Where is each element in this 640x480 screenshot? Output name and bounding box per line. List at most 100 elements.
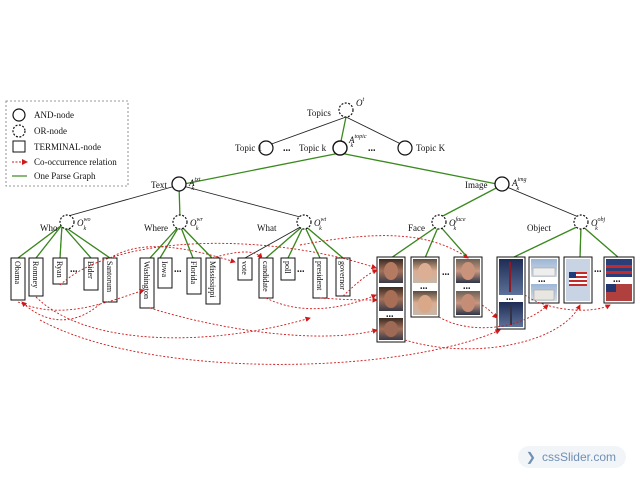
object-building [533,289,555,301]
flag-stripe [606,271,632,274]
flag-stripe [569,274,587,276]
who-ellipsis: ... [70,264,78,275]
object-tie [510,305,512,325]
face-circle [431,214,447,230]
topic-1-node: Topic 1 [235,140,274,156]
flag-canton [569,272,576,278]
object-col2-ellipsis: ... [538,274,546,285]
where-ellipsis: ... [174,264,182,275]
terminal-iowa: Iowa [160,261,169,277]
terminal-mississippi: Mississippi [208,261,217,298]
terminal-governor: governor [338,261,347,290]
topics-label: Topics [307,108,331,118]
object-images: ... ... ... ... [496,256,635,330]
object-building [532,267,556,277]
legend-parse-graph: One Parse Graph [34,171,96,181]
where-label: Where [144,223,168,233]
watermark: ❯ cssSlider.com [517,446,626,468]
terminal-romney: Romney [31,261,40,288]
face-shape [384,290,398,308]
legend-terminal-node: TERMINAL-node [34,142,101,152]
and-node-icon [12,108,26,122]
terminal-vote: vote [240,261,249,275]
image-label: Image [465,180,488,190]
terminal-bider: Bider [86,261,95,279]
flag-canton [606,284,616,292]
where-circle [172,214,188,230]
legend-and-node: AND-node [34,110,74,120]
object-label: Object [527,223,551,233]
face-shape [461,294,475,312]
terminal-box-ryan [52,257,68,285]
chevron-icon: ❯ [525,450,536,464]
face-shape [384,321,398,337]
terminal-box-iowa [157,257,173,289]
who-label: Who [40,223,58,233]
terminal-president: president [315,261,324,291]
terminal-obama: Obama [13,261,22,285]
terminal-washington: Washington [142,261,151,299]
text-circle [171,176,187,192]
object-tie [509,262,511,292]
flag-stripe [569,282,587,284]
face-shape [461,262,475,280]
topic-1-label: Topic 1 [235,143,262,153]
topic-K-node: Topic K [397,140,446,156]
topic-K-label: Topic K [416,143,446,153]
legend-co-occurrence: Co-occurrence relation [34,157,117,167]
terminal-box-vote [237,257,253,281]
legend-or-node: OR-node [34,126,67,136]
object-col4-ellipsis: ... [613,274,621,285]
face-columns-ellipsis: ... [442,267,450,278]
topic-k-label: Topic k [299,143,327,153]
face-shape [418,263,432,281]
watermark-text: cssSlider.com [541,450,616,464]
root-or-node: Topics Ot [307,97,365,118]
topic-K-circle [397,140,413,156]
terminal-box-obama [10,257,26,301]
face-images: ... ... ... ... [376,256,483,343]
terminal-poll: poll [283,261,292,274]
topics-ellipsis-left: ... [283,143,291,154]
text-label: Text [151,180,167,190]
topic-1-circle [258,140,274,156]
terminal-boxes: Obama Romney Ryan ... Bider Santorum Was… [10,257,351,309]
root-or-circle [338,102,354,118]
parse-graph-edges [17,116,620,259]
terminal-box-poll [280,257,296,281]
what-label: What [257,223,277,233]
who-circle [59,214,75,230]
face-col1-ellipsis: ... [386,309,394,320]
image-circle [494,176,510,192]
face-col3-ellipsis: ... [463,281,471,292]
terminal-candidate: candidate [261,261,270,292]
terminal-box-romney [28,257,44,297]
object-circle [573,214,589,230]
face-shape [418,295,432,313]
face-shape [384,262,398,280]
terminal-santorum: Santorum [105,261,114,293]
object-col1-ellipsis: ... [506,292,514,303]
flag-stripe [606,265,632,268]
what-circle [296,214,312,230]
or-node-icon [12,124,26,138]
co-occurrence-relations [17,235,611,365]
terminal-florida: Florida [189,261,198,285]
legend-frame [5,100,129,187]
topics-ellipsis-right: ... [368,143,376,154]
root-symbol: Ot [356,97,365,108]
